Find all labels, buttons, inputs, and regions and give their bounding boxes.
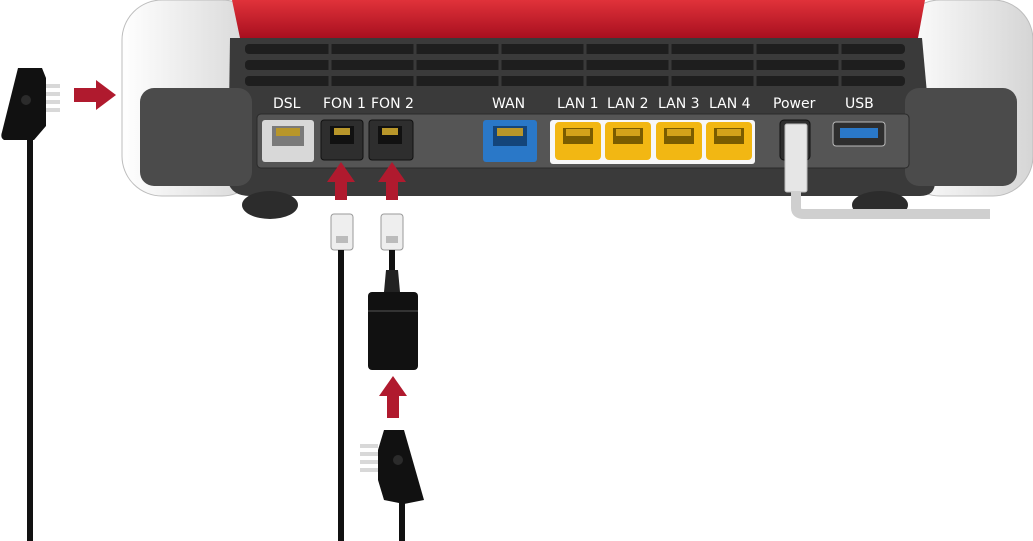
- arrow-up-icon: [327, 162, 355, 200]
- dsl-port[interactable]: [262, 120, 314, 162]
- fon2-port[interactable]: [368, 119, 414, 161]
- rj11-plug-icon: [380, 213, 404, 292]
- tae-plug-icon: [1, 68, 60, 541]
- power-label: Power: [773, 96, 816, 112]
- arrow-up-icon: [378, 162, 406, 200]
- arrow-up-icon: [379, 376, 407, 418]
- usb-port[interactable]: [832, 121, 886, 147]
- router-foot-left: [242, 191, 298, 219]
- usb-label: USB: [845, 96, 874, 112]
- lan4-port[interactable]: [706, 122, 752, 160]
- router-left-block: [140, 88, 252, 186]
- arrow-right-icon: [74, 80, 116, 110]
- router-red-top: [232, 0, 925, 38]
- wan-port[interactable]: [483, 120, 537, 162]
- vent-slots: [245, 44, 905, 86]
- lan4-label: LAN 4: [709, 96, 751, 112]
- fon1-label: FON 1: [323, 96, 366, 112]
- lan3-label: LAN 3: [658, 96, 700, 112]
- rj11-plug-icon: [330, 213, 354, 541]
- tae-adapter-icon: [368, 292, 418, 370]
- lan2-label: LAN 2: [607, 96, 649, 112]
- vent-dividers: [328, 42, 842, 88]
- lan-port-group: [550, 120, 755, 164]
- tae-plug-icon: [360, 430, 424, 541]
- fon1-port[interactable]: [320, 119, 364, 161]
- dsl-label: DSL: [273, 96, 301, 112]
- lan1-label: LAN 1: [557, 96, 599, 112]
- lan2-port[interactable]: [605, 122, 651, 160]
- lan3-port[interactable]: [656, 122, 702, 160]
- power-cable: [784, 123, 990, 219]
- fon2-label: FON 2: [371, 96, 414, 112]
- lan1-port[interactable]: [555, 122, 601, 160]
- router-right-block: [905, 88, 1017, 186]
- wan-label: WAN: [492, 96, 526, 112]
